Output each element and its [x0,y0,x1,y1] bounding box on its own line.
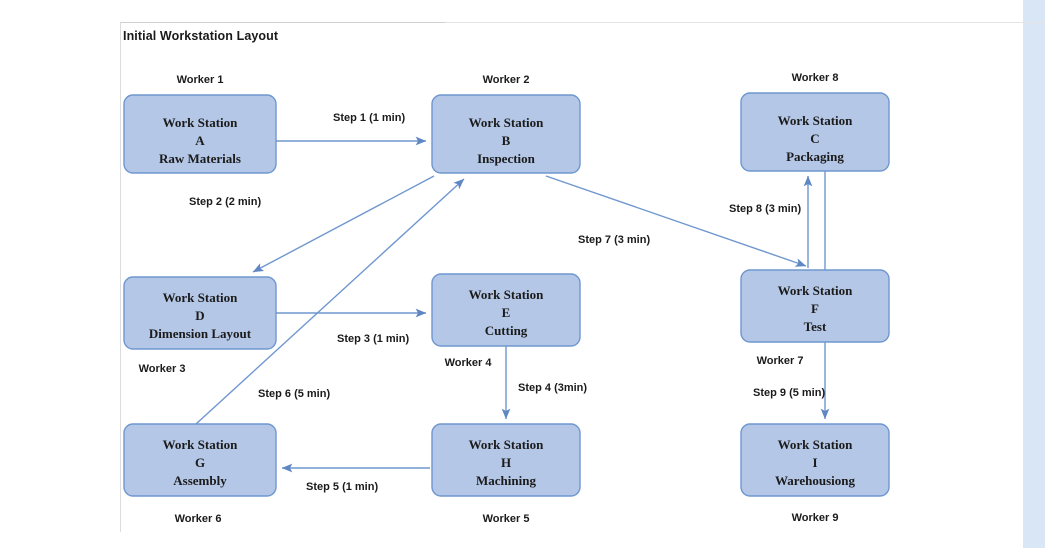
node-e-letter: E [502,305,511,320]
node-work-station-i[interactable]: Work Station I Warehousiong [740,423,890,497]
node-b-title: Work Station [469,115,545,130]
page-top-rule-dark [120,22,445,23]
node-c-letter: C [810,131,819,146]
node-d-letter: D [195,308,204,323]
node-e-name: Cutting [485,323,528,338]
worker-label-b: Worker 2 [483,74,530,86]
node-work-station-h[interactable]: Work Station H Machining [431,423,581,497]
edge-step5: Step 5 (1 min) [281,463,430,493]
node-c-box[interactable] [740,92,890,172]
edge-label-step4: Step 4 (3min) [518,382,587,394]
edge-step8: Step 8 (3 min) [729,175,813,268]
node-work-station-e[interactable]: Work Station E Cutting [431,273,581,347]
node-b-box[interactable] [431,94,581,174]
edge-step4: Step 4 (3min) [501,346,587,420]
edge-label-step1: Step 1 (1 min) [333,112,405,124]
edge-label-step2: Step 2 (2 min) [189,196,261,208]
edge-step1: Step 1 (1 min) [276,112,427,146]
worker-label-h: Worker 5 [483,513,530,525]
node-g-title: Work Station [163,437,239,452]
edge-step7: Step 7 (3 min) [545,175,807,267]
node-a-letter: A [195,133,205,148]
node-d-title: Work Station [163,290,239,305]
edge-step3: Step 3 (1 min) [276,308,427,345]
node-c-name: Packaging [786,149,844,164]
node-b-letter: B [502,133,511,148]
node-h-title: Work Station [469,437,545,452]
page-left-rule [120,22,121,532]
node-work-station-b[interactable]: Work Station B Inspection [431,94,581,174]
node-work-station-d[interactable]: Work Station D Dimension Layout [123,276,277,350]
node-i-title: Work Station [778,437,854,452]
node-g-letter: G [195,455,205,470]
edge-label-step5: Step 5 (1 min) [306,481,378,493]
worker-label-d: Worker 3 [139,363,186,375]
node-h-name: Machining [476,473,536,488]
node-i-letter: I [812,455,817,470]
edge-label-step7: Step 7 (3 min) [578,234,650,246]
node-a-name: Raw Materials [159,151,241,166]
worker-label-e: Worker 4 [445,357,493,369]
node-a-title: Work Station [163,115,239,130]
node-e-title: Work Station [469,287,545,302]
edge-label-step8: Step 8 (3 min) [729,203,801,215]
node-h-letter: H [501,455,511,470]
page-title: Initial Workstation Layout [123,29,279,43]
node-f-box[interactable] [740,269,890,343]
worker-label-i: Worker 9 [792,512,839,524]
edge-step2: Step 2 (2 min) [189,175,435,273]
node-h-box[interactable] [431,423,581,497]
edge-label-step9: Step 9 (5 min) [753,387,825,399]
node-work-station-a[interactable]: Work Station A Raw Materials [123,94,277,174]
node-i-name: Warehousiong [775,473,855,488]
edge-label-step3: Step 3 (1 min) [337,333,409,345]
node-g-name: Assembly [173,473,227,488]
node-c-title: Work Station [778,113,854,128]
edge-step6: Step 6 (5 min) [195,178,465,425]
node-work-station-f[interactable]: Work Station F Test [740,269,890,343]
node-g-box[interactable] [123,423,277,497]
right-gutter-strip [1023,0,1045,548]
node-work-station-g[interactable]: Work Station G Assembly [123,423,277,497]
edge-step9: Step 9 (5 min) [753,171,830,420]
node-e-box[interactable] [431,273,581,347]
node-i-box[interactable] [740,423,890,497]
edge-label-step6: Step 6 (5 min) [258,388,330,400]
node-a-box[interactable] [123,94,277,174]
node-d-name: Dimension Layout [149,326,252,341]
node-work-station-c[interactable]: Work Station C Packaging [740,92,890,172]
worker-label-g: Worker 6 [175,513,222,525]
node-f-name: Test [804,319,827,334]
node-f-title: Work Station [778,283,854,298]
worker-label-f: Worker 7 [757,355,804,367]
node-b-name: Inspection [477,151,536,166]
node-d-box[interactable] [123,276,277,350]
node-f-letter: F [811,301,819,316]
worker-label-a: Worker 1 [177,74,224,86]
page-top-rule [120,22,1045,23]
worker-label-c: Worker 8 [792,72,839,84]
